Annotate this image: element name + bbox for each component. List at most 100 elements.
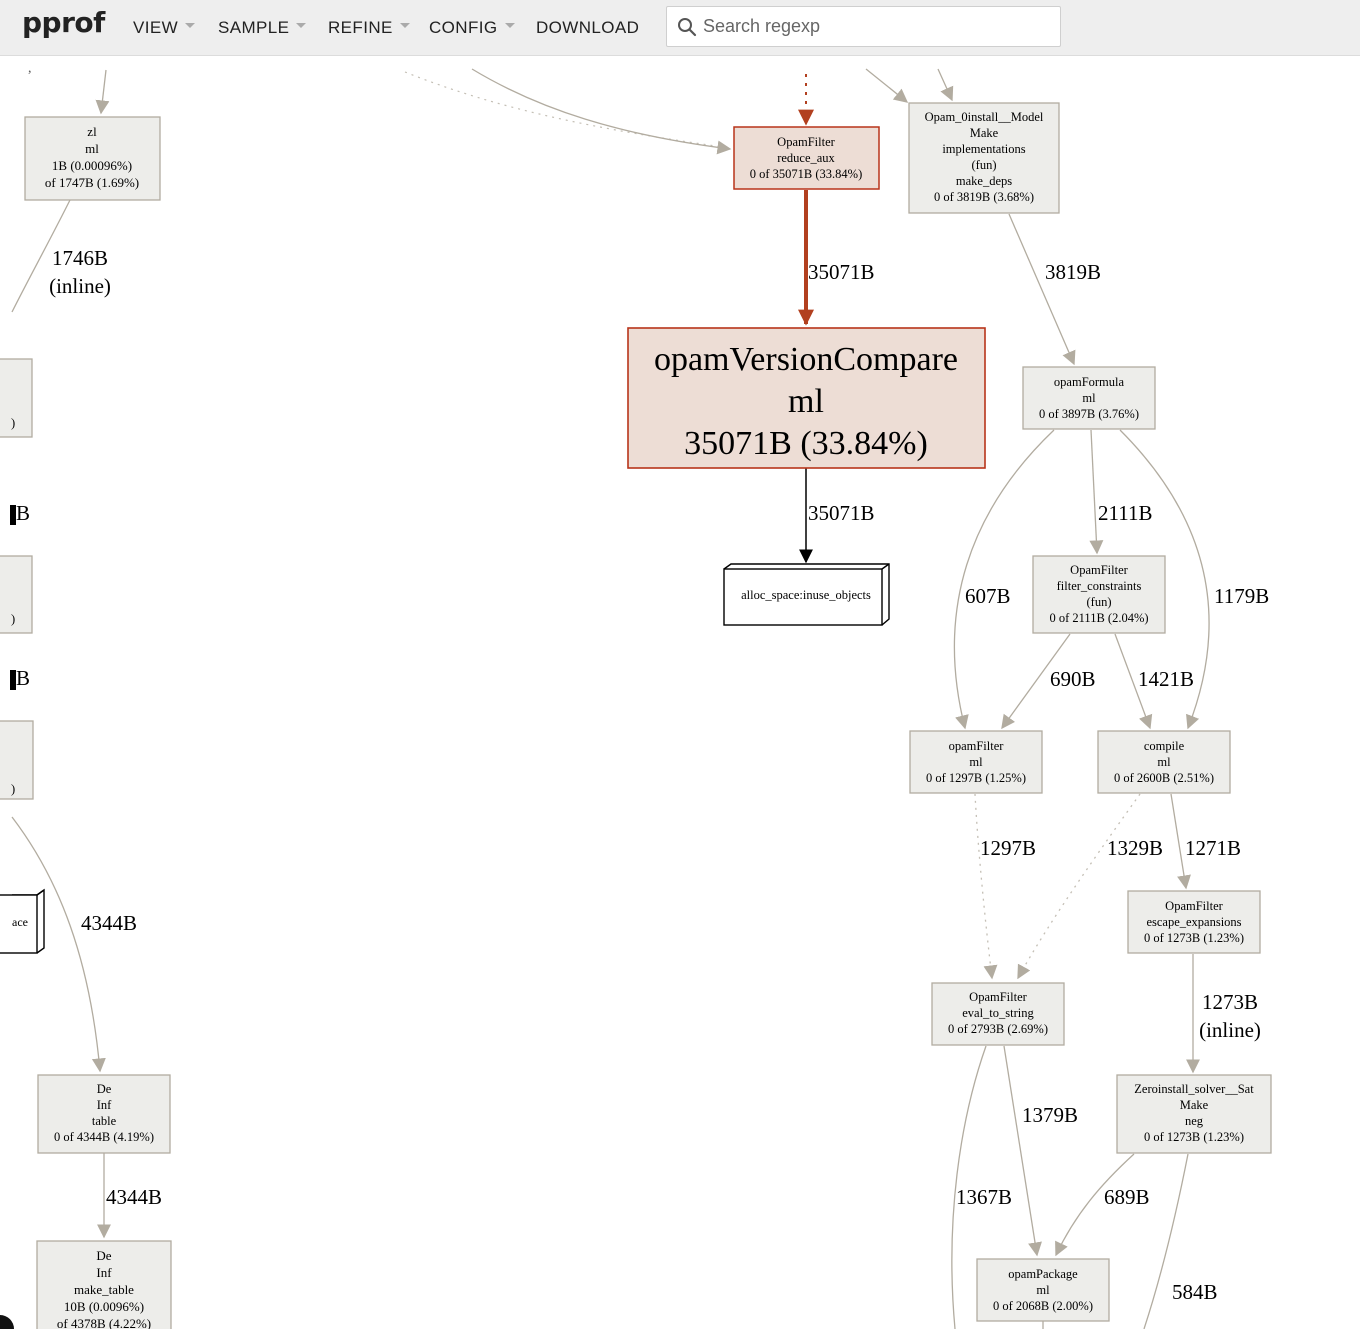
edge-label: 1297B xyxy=(980,836,1036,860)
edge-label-text: 1746B xyxy=(52,246,108,270)
node-text: ) xyxy=(11,612,15,626)
edge-label-text: (inline) xyxy=(49,274,111,298)
edge-label: 35071B xyxy=(808,260,875,284)
node-text: of 4378B (4.22%) xyxy=(57,1316,151,1329)
edge-label: 2111B xyxy=(1098,501,1152,525)
pprof-logo[interactable]: pprof xyxy=(22,6,105,39)
edge-fragment: , xyxy=(28,61,32,76)
edge-into-inf-table xyxy=(11,816,106,1073)
menu-download[interactable]: DOWNLOAD xyxy=(536,0,639,56)
node-text: ml xyxy=(969,755,983,769)
node-text: 1B (0.00096%) xyxy=(52,158,132,173)
node-text: Make xyxy=(1180,1098,1209,1112)
menu-config[interactable]: CONFIG xyxy=(429,0,515,56)
search-box[interactable] xyxy=(666,6,1061,47)
edge-label: 689B xyxy=(1104,1185,1150,1209)
edge-label: 1179B xyxy=(1214,584,1269,608)
edge-into-reduce-aux xyxy=(471,68,732,155)
node-text: ml xyxy=(1082,391,1096,405)
node-text: OpamFilter xyxy=(1070,563,1128,577)
node-text: 10B (0.0096%) xyxy=(64,1299,144,1314)
edge-compile-escape-1271 xyxy=(1170,793,1191,890)
edge-compile-eval-1329 xyxy=(1017,793,1141,980)
node-text: compile xyxy=(1144,739,1185,753)
node-text: (fun) xyxy=(1087,595,1112,609)
node-text: De xyxy=(96,1248,111,1263)
chevron-down-icon xyxy=(399,23,410,29)
edge-eval-package-1379 xyxy=(1003,1045,1042,1257)
chevron-down-icon xyxy=(296,23,307,29)
node-text: 0 of 1273B (1.23%) xyxy=(1144,931,1244,945)
search-input[interactable] xyxy=(703,7,1053,46)
menu-view[interactable]: VIEW xyxy=(133,0,196,56)
node-text: ) xyxy=(11,416,15,430)
edge-label: 584B xyxy=(1172,1280,1218,1304)
node-text: 0 of 1273B (1.23%) xyxy=(1144,1130,1244,1144)
edge-label: B xyxy=(16,666,30,690)
edge-filter-eval-1297 xyxy=(974,793,998,980)
edge-label: 1271B xyxy=(1185,836,1241,860)
edge-into-reduce-aux-dotted xyxy=(404,71,731,149)
node-alloc-space[interactable]: alloc_space:inuse_objects xyxy=(723,563,890,626)
node-text: escape_expansions xyxy=(1146,915,1241,929)
node-text: ) xyxy=(11,782,15,796)
edge-label: 1746B (inline) xyxy=(49,246,111,298)
edge-label-text: 1273B xyxy=(1202,990,1258,1014)
node-text: opamFilter xyxy=(949,739,1005,753)
menu-view-label: VIEW xyxy=(133,18,179,37)
node-text: Inf xyxy=(97,1098,112,1112)
node-partial-3[interactable]: ) xyxy=(0,720,34,800)
node-text: 0 of 3897B (3.76%) xyxy=(1039,407,1139,421)
node-partial-1[interactable]: ) xyxy=(0,358,33,438)
node-text: 0 of 4344B (4.19%) xyxy=(54,1130,154,1144)
node-text: eval_to_string xyxy=(962,1006,1034,1020)
menu-config-label: CONFIG xyxy=(429,18,498,37)
node-text: ace xyxy=(12,915,28,929)
node-text: neg xyxy=(1185,1114,1204,1128)
node-text: 0 of 2068B (2.00%) xyxy=(993,1299,1093,1313)
edge-label: B xyxy=(16,501,30,525)
node-text: 0 of 2111B (2.04%) xyxy=(1049,611,1148,625)
edge-label: 690B xyxy=(1050,667,1096,691)
node-text: 0 of 2793B (2.69%) xyxy=(948,1022,1048,1036)
menu-refine[interactable]: REFINE xyxy=(328,0,410,56)
node-text: make_table xyxy=(74,1282,134,1297)
node-filter-constraints[interactable]: OpamFilter filter_constraints (fun) 0 of 21… xyxy=(1032,555,1166,634)
edge-label: 3819B xyxy=(1045,260,1101,284)
node-opam-filter[interactable]: opamFilter ml 0 of 1297B (1.25%) xyxy=(909,730,1043,794)
chevron-down-icon xyxy=(504,23,515,29)
edge-constraints-compile-1421 xyxy=(1114,633,1153,730)
menu-sample[interactable]: SAMPLE xyxy=(218,0,307,56)
node-text: filter_constraints xyxy=(1057,579,1142,593)
toolbar: pprof VIEW SAMPLE REFINE CONFIG DOWNLOAD xyxy=(0,0,1360,56)
edge-label: 1273B(inline) xyxy=(1199,990,1261,1042)
node-text: zl xyxy=(87,124,97,139)
node-text: ml xyxy=(1036,1283,1050,1297)
node-partial-4[interactable]: ace xyxy=(0,888,45,954)
node-partial-2[interactable]: ) xyxy=(0,555,33,634)
node-text: 0 of 1297B (1.25%) xyxy=(926,771,1026,785)
edge-install-formula xyxy=(1008,213,1076,366)
edge-label: 1329B xyxy=(1107,836,1163,860)
edge-label: 1421B xyxy=(1138,667,1194,691)
